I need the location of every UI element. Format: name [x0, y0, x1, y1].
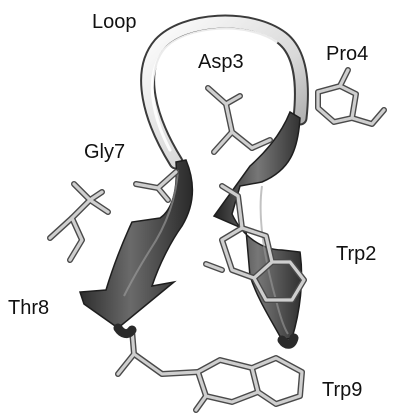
- connector-tubes: [118, 328, 294, 344]
- label-loop: Loop: [92, 12, 137, 32]
- side-chain-sticks: [50, 70, 384, 410]
- label-asp3: Asp3: [198, 52, 244, 72]
- label-trp9: Trp9: [322, 380, 362, 400]
- label-pro4: Pro4: [326, 44, 368, 64]
- label-trp2: Trp2: [336, 244, 376, 264]
- label-thr8: Thr8: [8, 298, 49, 318]
- label-gly7: Gly7: [84, 142, 125, 162]
